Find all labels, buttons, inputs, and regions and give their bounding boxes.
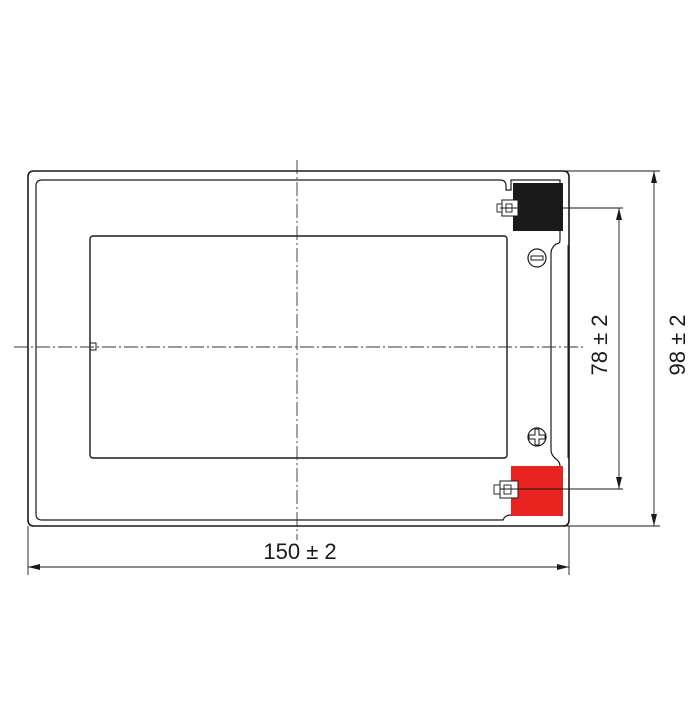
height-dimension-label: 98 ± 2: [665, 314, 690, 375]
case-outline: [27, 170, 570, 527]
negative-terminal: [496, 183, 563, 231]
minus-symbol-icon: [527, 248, 547, 268]
positive-terminal: [493, 466, 563, 516]
width-dimension-line: [28, 564, 569, 570]
terminal-spacing-dimension-line: [616, 208, 622, 489]
label-notch: [89, 342, 97, 351]
height-dimension-line: [651, 171, 657, 526]
lid-outline: [35, 179, 561, 521]
plus-symbol-icon: [527, 427, 547, 447]
width-dimension-label: 150 ± 2: [263, 539, 336, 564]
terminal-spacing-dimension-label: 78 ± 2: [587, 314, 612, 375]
